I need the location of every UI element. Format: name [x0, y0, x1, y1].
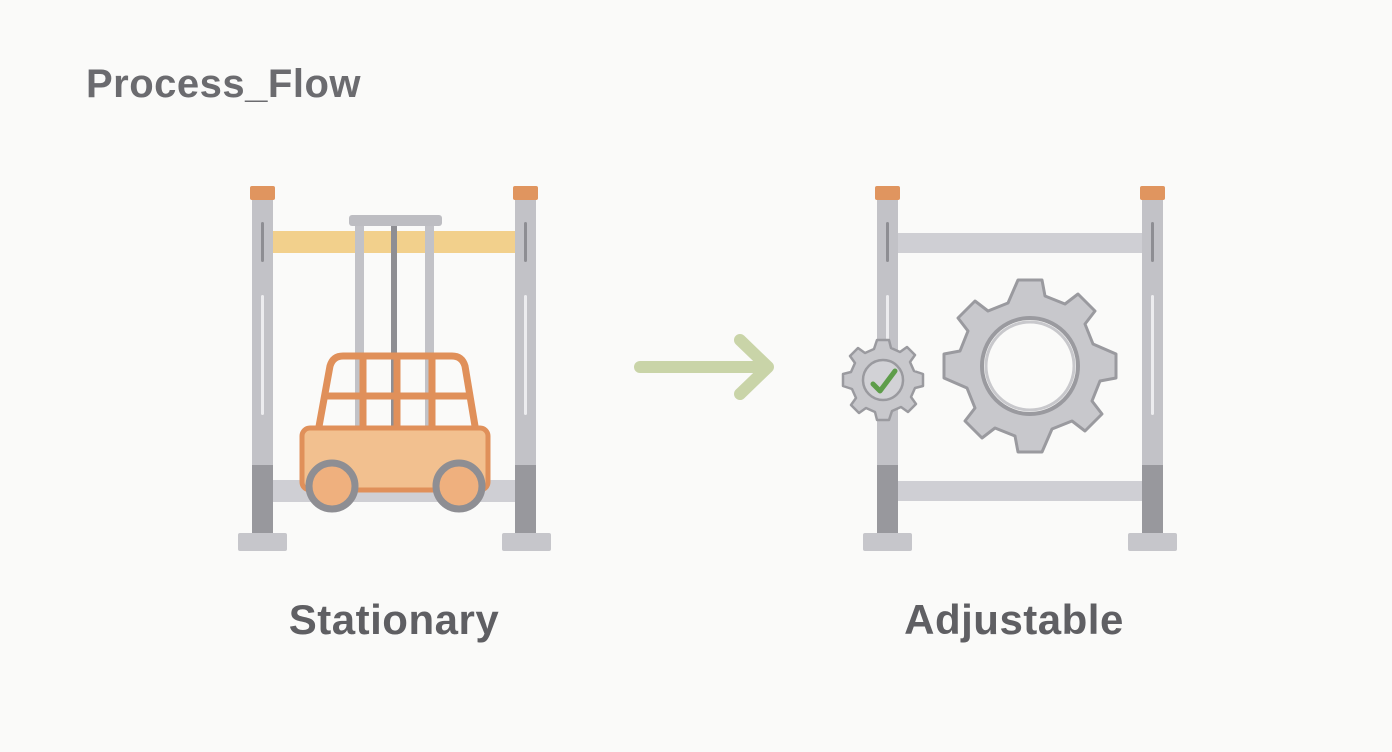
forklift-wheel-rear: [432, 459, 486, 513]
stage-label-stationary: Stationary: [288, 596, 500, 643]
diagram-title: Process_Flow: [86, 62, 362, 106]
forklift-in-rack-icon: [238, 186, 551, 551]
small-gear-check-icon: [841, 338, 925, 422]
forklift-wheel-front: [305, 459, 359, 513]
rack-post-right: [502, 186, 551, 551]
gear-in-rack-icon: [841, 186, 1177, 551]
rack-post-right-adjustable: [1128, 186, 1177, 551]
rack-post-left: [238, 186, 287, 551]
rack-beam-top-adjustable: [898, 233, 1142, 253]
forklift-mast: [349, 215, 442, 426]
large-gear-icon: [942, 278, 1118, 454]
rack-beam-bottom-adjustable: [898, 481, 1142, 501]
check-icon: [870, 368, 898, 394]
forklift-cabin: [314, 352, 480, 433]
stage-label-adjustable: Adjustable: [904, 596, 1124, 643]
arrow-right-icon: [634, 334, 774, 400]
